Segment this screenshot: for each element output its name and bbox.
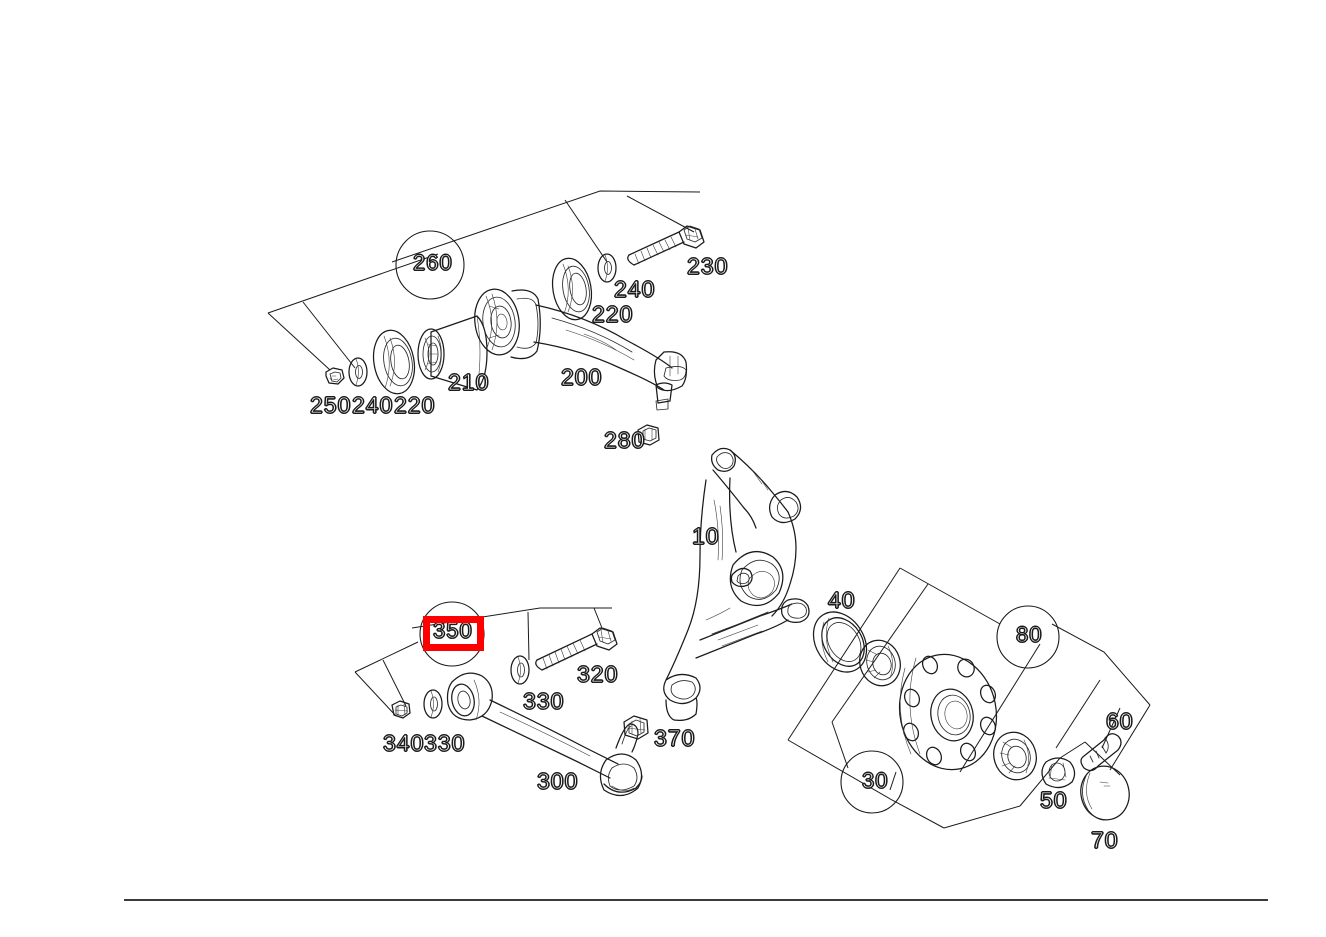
part-label-340: 340 [382,730,425,756]
callout-circle-350 [419,601,485,667]
part-210-bushing [417,315,488,391]
part-label-240-left: 240 [351,392,394,418]
part-label-60: 60 [1105,708,1134,734]
part-200-upper-control-arm [474,288,688,411]
part-label-80: 80 [1015,622,1043,647]
part-label-240-right: 240 [613,276,656,302]
part-320-bolt [535,627,618,671]
part-label-250: 250 [309,392,352,418]
part-label-330-upper: 330 [522,688,565,714]
part-label-230: 230 [686,253,729,279]
part-10-steering-knuckle [663,447,810,721]
callout-circles [395,230,1060,814]
part-240-washer-right [597,253,617,283]
part-30-bearing-inner [859,639,901,687]
part-40-shaft-seal [812,611,868,673]
part-label-320: 320 [576,661,619,687]
part-70-hub-cap [1080,765,1130,821]
part-300-lower-control-arm [446,672,643,797]
part-label-30: 30 [861,768,889,793]
part-330-washer-left [423,689,443,719]
callout-circle-30 [840,750,904,814]
part-220-bearing-right [551,257,593,321]
part-240-washer-left [348,357,368,387]
part-label-300: 300 [536,768,579,794]
part-label-40: 40 [827,587,856,613]
part-80-wheel-hub [898,653,998,771]
part-330-washer-right [510,655,530,685]
part-label-70: 70 [1090,827,1119,853]
part-label-280: 280 [603,427,646,453]
part-label-330-lower: 330 [423,730,466,756]
part-60-grooved-pin [1080,733,1122,772]
bracket-80-30 [787,567,1151,829]
footer-divider [124,899,1268,901]
part-label-200: 200 [560,364,603,390]
bracket-350 [354,607,612,717]
part-370-nut [623,715,649,740]
part-label-10: 10 [691,523,720,549]
part-230-bolt [627,225,705,266]
part-label-220-left: 220 [393,392,436,418]
part-280-nut [637,424,660,446]
bracket-260 [267,190,701,371]
part-30-bearing-outer [993,731,1037,781]
part-label-220-right: 220 [591,301,634,327]
callout-circle-80 [996,605,1060,669]
part-label-50: 50 [1039,787,1068,813]
part-50-retaining-clip [1041,757,1076,789]
part-label-260: 260 [412,250,453,275]
part-220-bearing-left [372,329,416,395]
callout-circle-260 [395,230,465,300]
part-label-370: 370 [653,725,696,751]
part-250-nut [325,367,345,385]
part-label-350: 350 [432,618,473,643]
part-340-nut [391,700,411,719]
part-label-210: 210 [447,369,490,395]
